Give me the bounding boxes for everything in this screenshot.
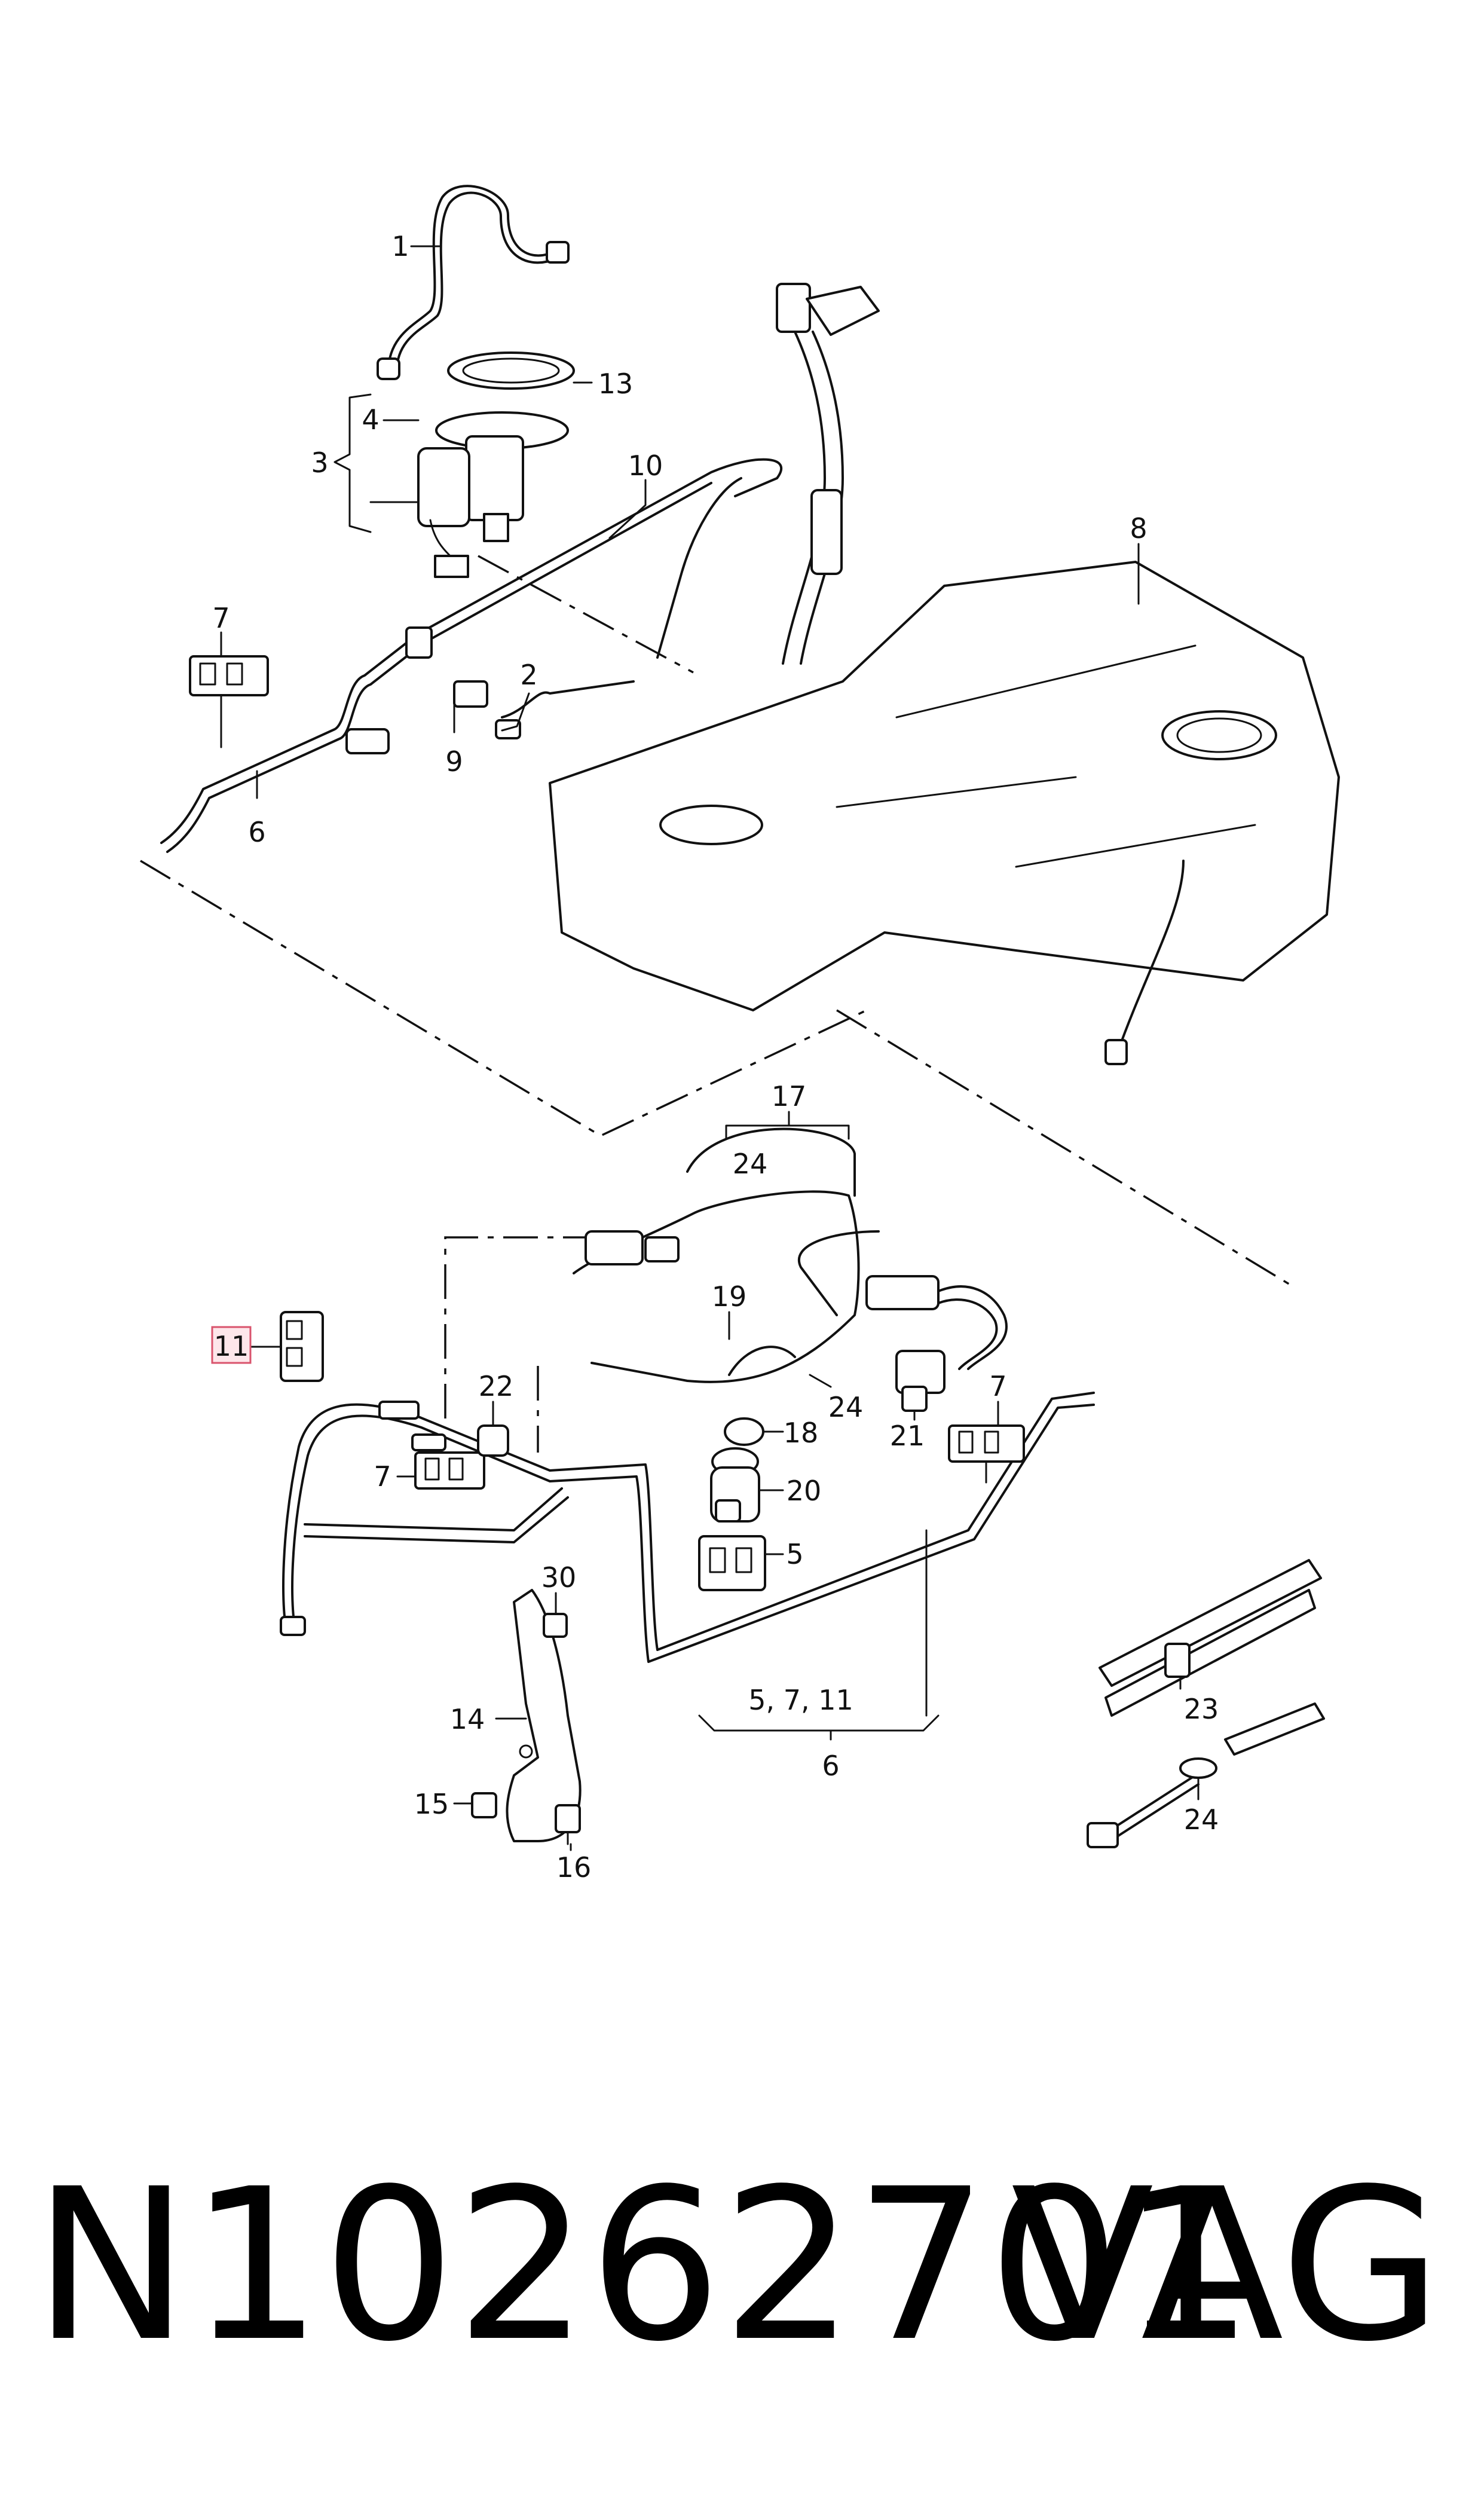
callout-16: 16 — [556, 1851, 592, 1884]
regulator-20 — [710, 1447, 760, 1523]
callout-22: 22 — [479, 1370, 514, 1402]
callout-20: 20 — [787, 1475, 822, 1507]
clamp-18 — [724, 1417, 764, 1446]
callout-2: 2 — [520, 659, 537, 691]
cable-tie-23 — [1099, 1559, 1322, 1717]
assembly-boundary-lower — [444, 1009, 1292, 1453]
callout-14: 14 — [450, 1703, 485, 1735]
assembly-boundary-upper — [140, 555, 867, 1137]
fuel-lines-upper — [160, 458, 782, 853]
brand-label: VAG — [1011, 2144, 1442, 2387]
callout-6-top: 6 — [248, 816, 265, 848]
callout-18: 18 — [784, 1417, 819, 1449]
callout-labels: 1 2 3 4 5 6 6 7 7 7 8 9 10 11 13 14 15 1… — [212, 230, 1219, 1884]
line-connector-small — [378, 1401, 446, 1451]
callout-23: 23 — [1184, 1693, 1219, 1725]
clip-bracket-left — [414, 1451, 485, 1490]
clip-bracket-right — [948, 1424, 1025, 1463]
callout-21: 21 — [890, 1420, 925, 1452]
callout-7-left: 7 — [374, 1460, 391, 1493]
callout-13: 13 — [598, 368, 634, 400]
clip-bracket-top — [189, 655, 269, 696]
nut-30 — [543, 1613, 568, 1638]
callout-24-group: 24 — [733, 1148, 768, 1180]
leader-lines — [220, 245, 1200, 1851]
callout-4: 4 — [362, 403, 379, 436]
callout-24-line: 24 — [828, 1391, 864, 1423]
callout-6-bottom: 6 — [822, 1750, 839, 1782]
callout-5-7-11: 5, 7, 11 — [748, 1684, 853, 1716]
callout-7-top: 7 — [212, 602, 230, 634]
clip-bracket-11 — [280, 1311, 324, 1382]
cable-tie-24 — [1087, 1702, 1325, 1848]
clip-bracket-5 — [698, 1535, 766, 1591]
clip-22 — [477, 1424, 509, 1457]
callout-8: 8 — [1130, 512, 1147, 545]
bolt-16 — [555, 1804, 581, 1845]
valve-21 — [895, 1350, 946, 1412]
highlight-box-11 — [211, 1326, 252, 1364]
fuel-tank — [549, 561, 1340, 1065]
callout-9: 9 — [445, 745, 463, 778]
fuel-pump-wiring — [377, 185, 570, 380]
callout-3: 3 — [311, 447, 328, 479]
callout-1: 1 — [391, 230, 409, 262]
part-number: N10262701 — [33, 2144, 1254, 2387]
footer: N10262701 VAG — [0, 2140, 1484, 2391]
callout-30: 30 — [541, 1561, 577, 1594]
callout-15: 15 — [414, 1788, 449, 1820]
fuel-filter-hose — [865, 1275, 1008, 1370]
fuel-pump-assembly — [417, 411, 569, 578]
callout-10: 10 — [628, 450, 663, 482]
callout-19: 19 — [712, 1280, 747, 1313]
callout-17: 17 — [772, 1080, 807, 1112]
fuel-filler-neck — [776, 283, 880, 665]
line-connector-upper — [585, 1230, 680, 1265]
callout-24-bottom: 24 — [1184, 1803, 1219, 1836]
callout-5: 5 — [786, 1538, 803, 1570]
fuel-pump-seal-ring — [447, 351, 575, 390]
callout-11: 11 — [214, 1330, 249, 1362]
nut-15 — [471, 1792, 497, 1818]
callout-7-right: 7 — [989, 1370, 1006, 1402]
fuel-lines-lower — [280, 1127, 1095, 1663]
